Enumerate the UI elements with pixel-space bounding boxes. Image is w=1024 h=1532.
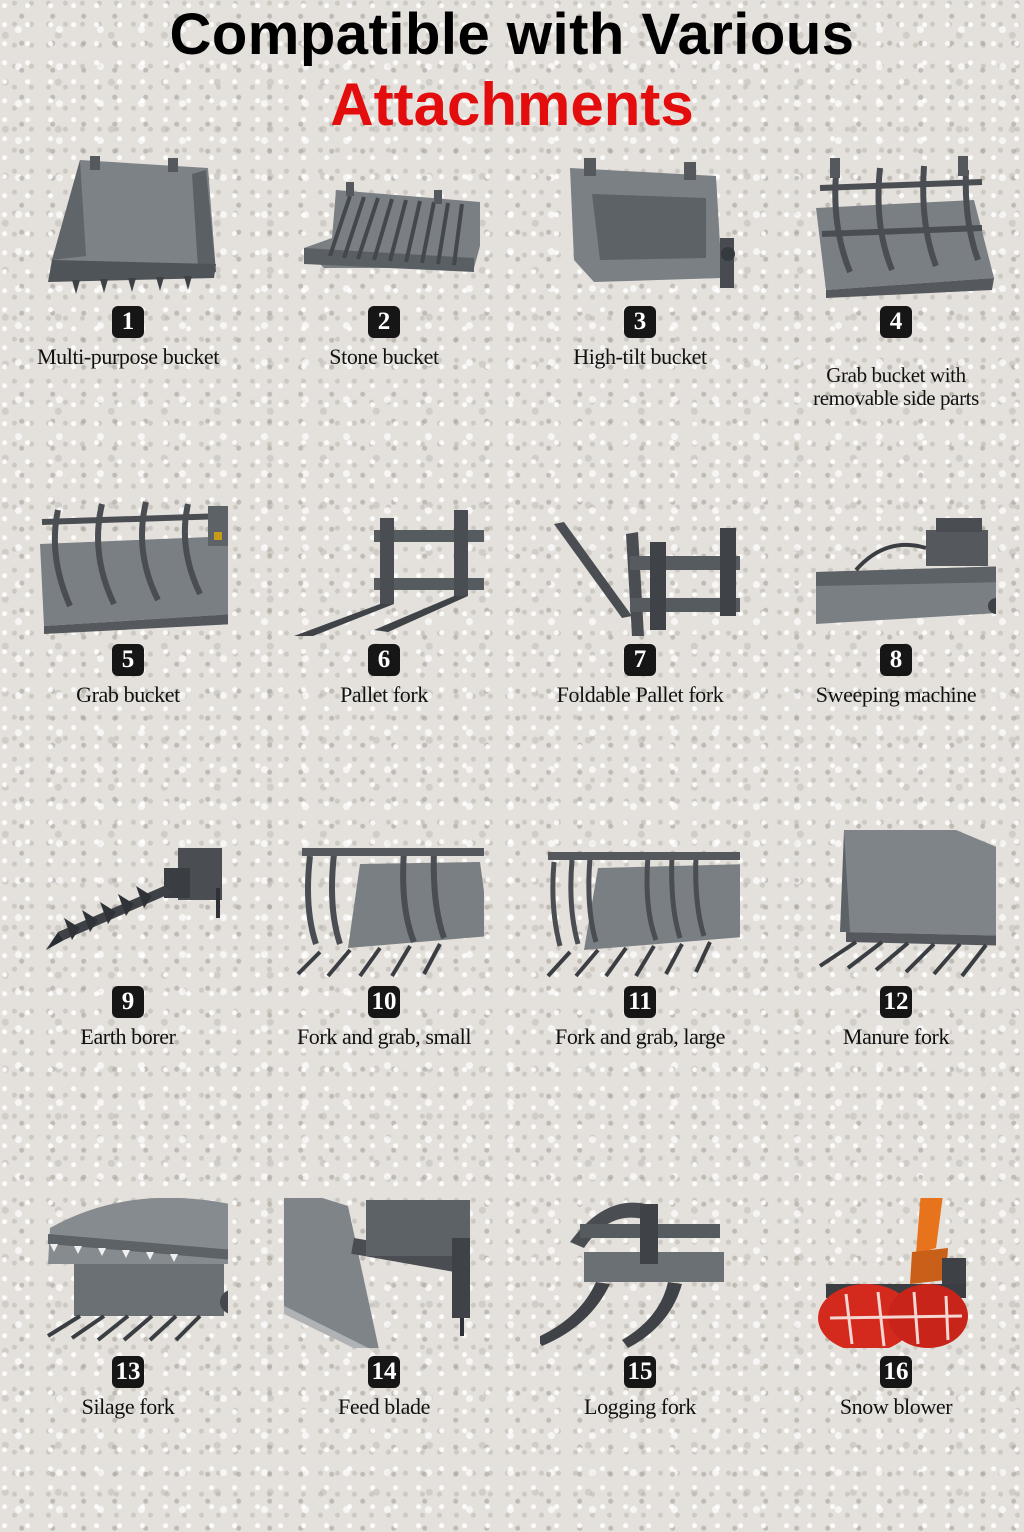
attachment-card-6: 6 Pallet fork bbox=[256, 480, 512, 820]
multi-purpose-bucket-icon bbox=[28, 148, 228, 298]
attachment-card-3: 3 High-tilt bucket bbox=[512, 142, 768, 482]
attachment-card-10: 10 Fork and grab, small bbox=[256, 822, 512, 1162]
attachment-number: 13 bbox=[112, 1356, 144, 1388]
attachment-number: 9 bbox=[112, 986, 144, 1018]
grab-bucket-icon bbox=[28, 486, 228, 636]
attachment-card-7: 7 Foldable Pallet fork bbox=[512, 480, 768, 820]
attachment-card-15: 15 Logging fork bbox=[512, 1192, 768, 1532]
attachment-label: Logging fork bbox=[584, 1394, 696, 1419]
attachment-card-13: 13 Silage fork bbox=[0, 1192, 256, 1532]
attachment-card-12: 12 Manure fork bbox=[768, 822, 1024, 1162]
attachment-number: 16 bbox=[880, 1356, 912, 1388]
attachment-card-9: 9 Earth borer bbox=[0, 822, 256, 1162]
attachment-label: Grab bucket with removable side parts bbox=[813, 363, 979, 410]
attachment-card-16: 16 Snow blower bbox=[768, 1192, 1024, 1532]
page-title: Compatible with Various bbox=[169, 2, 855, 67]
high-tilt-bucket-icon bbox=[540, 148, 740, 298]
attachment-number: 8 bbox=[880, 644, 912, 676]
attachment-number: 10 bbox=[368, 986, 400, 1018]
attachment-label: Foldable Pallet fork bbox=[556, 682, 724, 707]
attachment-label: Fork and grab, small bbox=[296, 1024, 472, 1049]
attachment-card-11: 11 Fork and grab, large bbox=[512, 822, 768, 1162]
attachment-number: 7 bbox=[624, 644, 656, 676]
foldable-pallet-fork-icon bbox=[540, 486, 740, 636]
fork-grab-small-icon bbox=[284, 828, 484, 978]
attachment-number: 3 bbox=[624, 306, 656, 338]
attachment-label: Stone bucket bbox=[329, 344, 439, 369]
feed-blade-icon bbox=[284, 1198, 484, 1348]
attachment-label: Sweeping machine bbox=[815, 682, 977, 707]
attachment-number: 2 bbox=[368, 306, 400, 338]
attachment-card-1: 1 Multi-purpose bucket bbox=[0, 142, 256, 482]
attachment-number: 12 bbox=[880, 986, 912, 1018]
attachment-number: 4 bbox=[880, 306, 912, 338]
logging-fork-icon bbox=[540, 1198, 740, 1348]
snow-blower-icon bbox=[796, 1198, 996, 1348]
attachment-label: Pallet fork bbox=[340, 682, 428, 707]
attachment-label: Silage fork bbox=[81, 1394, 175, 1419]
attachment-card-4: 4 Grab bucket with removable side parts bbox=[768, 142, 1024, 482]
attachment-label: Earth borer bbox=[80, 1024, 176, 1049]
attachment-number: 5 bbox=[112, 644, 144, 676]
attachment-label: Grab bucket bbox=[76, 682, 180, 707]
grab-bucket-removable-icon bbox=[796, 148, 996, 298]
stone-bucket-icon bbox=[284, 148, 484, 298]
earth-borer-icon bbox=[28, 828, 228, 978]
attachment-label: Manure fork bbox=[842, 1024, 950, 1049]
attachment-label: Snow blower bbox=[839, 1394, 953, 1419]
sweeping-machine-icon bbox=[796, 486, 996, 636]
pallet-fork-icon bbox=[284, 486, 484, 636]
silage-fork-icon bbox=[28, 1198, 228, 1348]
attachment-label: Fork and grab, large bbox=[555, 1024, 725, 1049]
attachment-card-8: 8 Sweeping machine bbox=[768, 480, 1024, 820]
page-title-accent: Attachments bbox=[330, 71, 694, 138]
attachment-label: High-tilt bucket bbox=[573, 344, 707, 369]
fork-grab-large-icon bbox=[540, 828, 740, 978]
attachment-card-2: 2 Stone bucket bbox=[256, 142, 512, 482]
manure-fork-icon bbox=[796, 828, 996, 978]
attachment-number: 1 bbox=[112, 306, 144, 338]
attachment-card-5: 5 Grab bucket bbox=[0, 480, 256, 820]
attachment-number: 15 bbox=[624, 1356, 656, 1388]
attachment-label: Feed blade bbox=[338, 1394, 430, 1419]
attachment-number: 14 bbox=[368, 1356, 400, 1388]
attachment-number: 11 bbox=[624, 986, 656, 1018]
attachment-label: Multi-purpose bucket bbox=[36, 344, 220, 369]
attachment-number: 6 bbox=[368, 644, 400, 676]
attachment-card-14: 14 Feed blade bbox=[256, 1192, 512, 1532]
